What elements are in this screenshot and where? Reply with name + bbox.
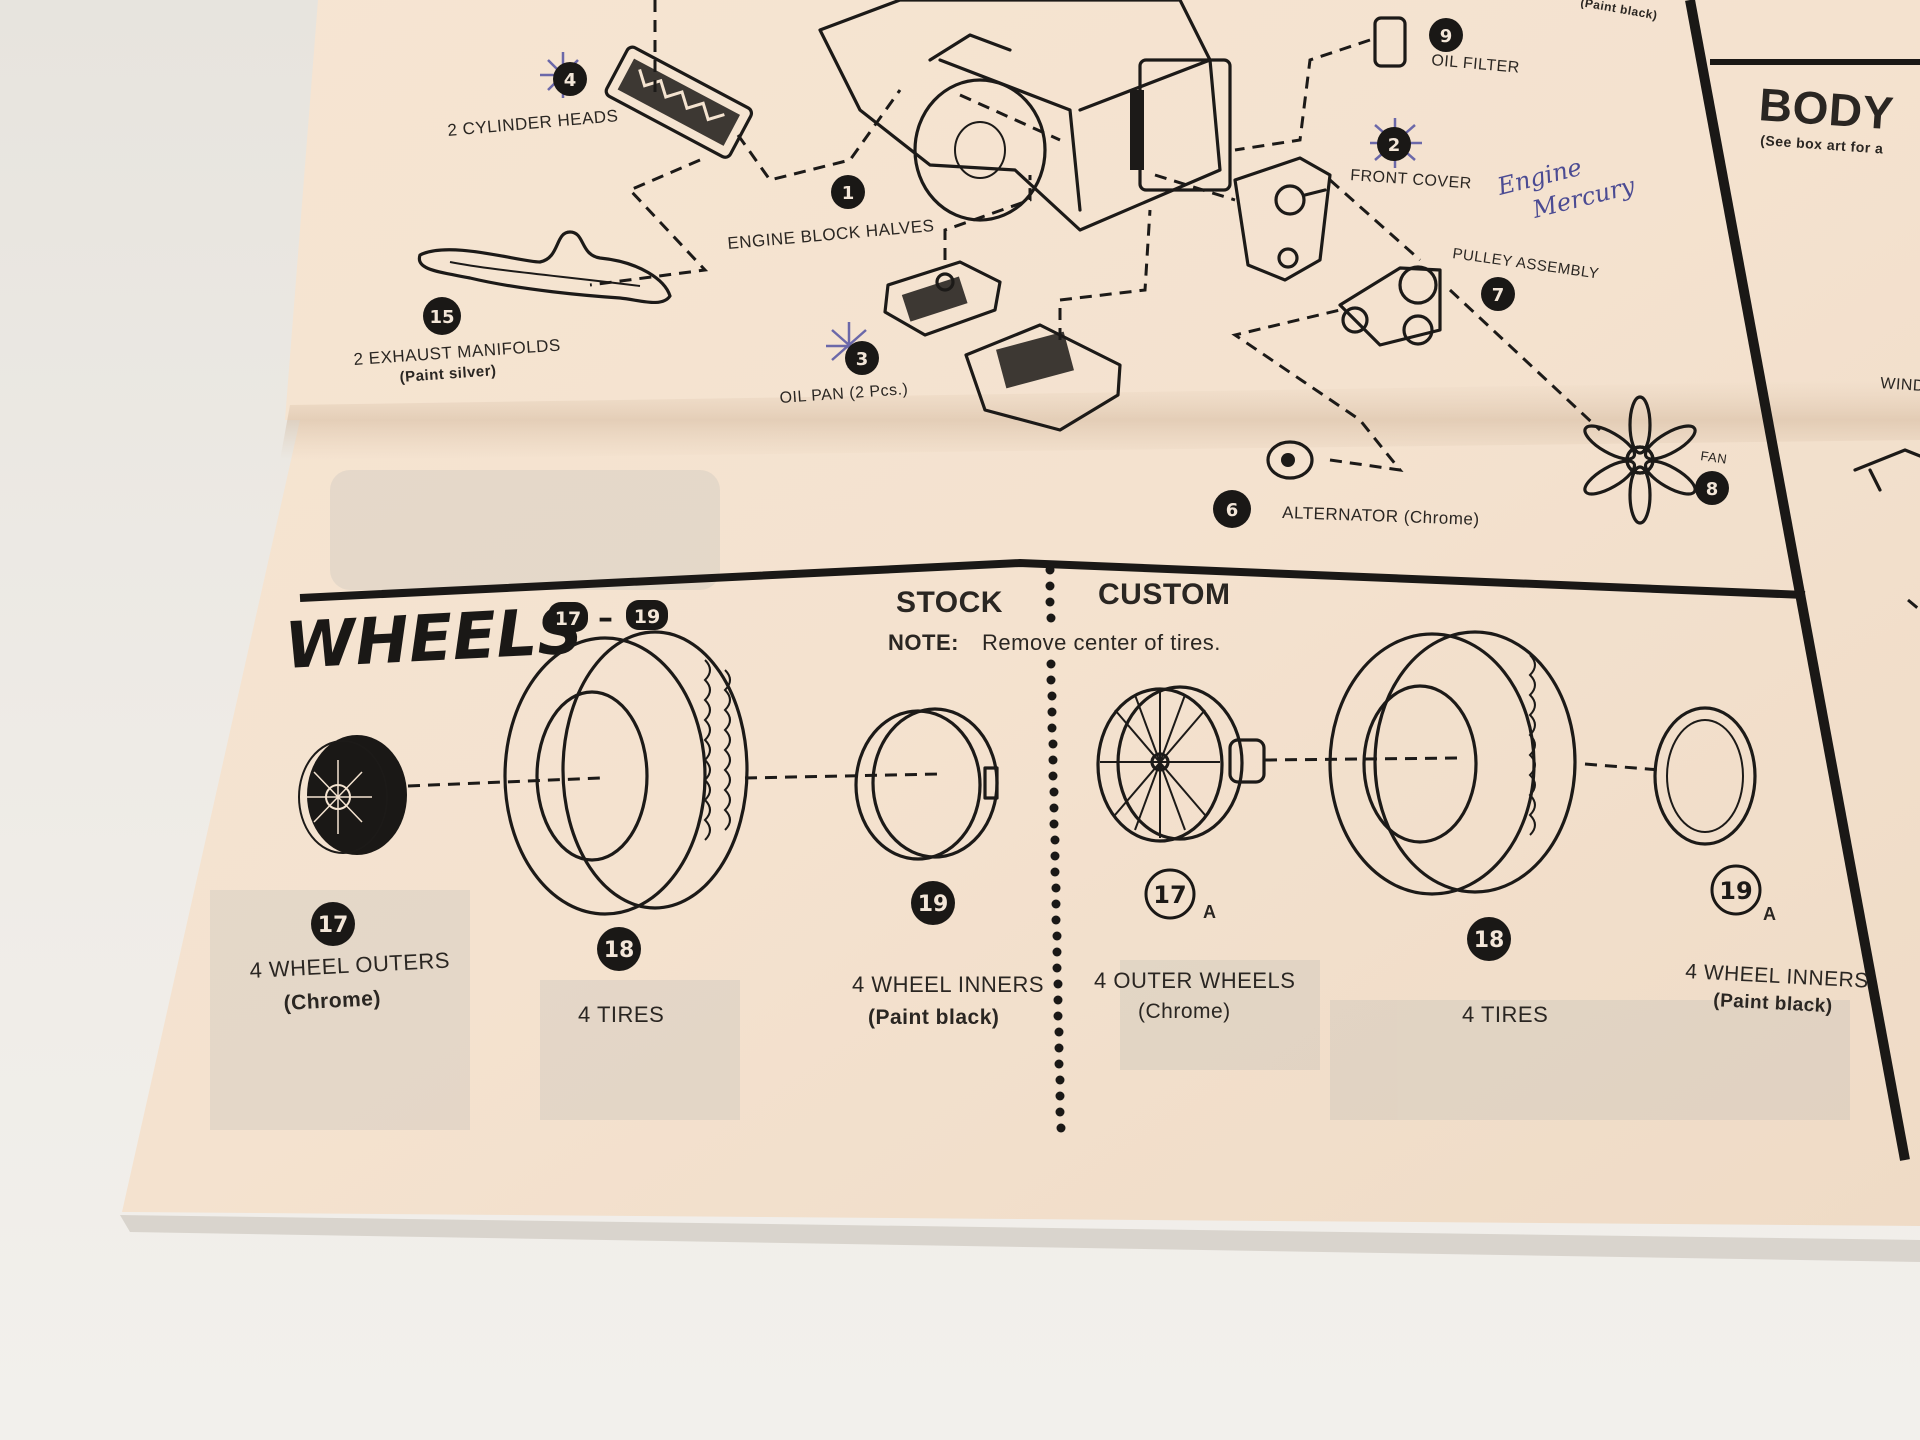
wheels-section: WHEELS 17 – 19 STOCK CUSTOM NOTE: Remove… [249,558,1869,1133]
part-badge-exhaust: 15 [423,297,461,335]
part-badge-engine-block: 1 [831,175,865,209]
svg-text:17: 17 [555,608,581,630]
svg-text:7: 7 [1492,285,1505,306]
wheels-range: 17 – 19 [548,600,668,636]
body-title: BODY [1757,78,1895,139]
stock-tires-badge: 18 [597,927,641,971]
svg-text:17: 17 [1153,881,1186,909]
custom-outer-badge: 17 A [1144,868,1217,922]
svg-text:A: A [1763,904,1777,924]
custom-tires-badge: 18 [1467,917,1511,961]
svg-text:19: 19 [918,892,949,917]
part-badge-pulley: 7 [1481,277,1515,311]
label-fan: FAN [1700,448,1729,467]
custom-tire-drawing [1328,630,1577,896]
custom-inners-badge: 19 A [1710,864,1777,924]
stock-wheel-inner-drawing [854,707,999,861]
stock-tires-label: 4 TIRES [578,1002,664,1027]
custom-outer-label: 4 OUTER WHEELS [1094,968,1295,993]
custom-outer-note: (Chrome) [1138,1000,1231,1023]
stock-custom-divider [1045,565,1066,1133]
wheels-note: NOTE: Remove center of tires. [888,630,1221,655]
label-exhaust-note: (Paint silver) [399,362,497,386]
custom-wheel-inner-drawing [1653,706,1757,846]
part-badge-alternator: 6 [1213,490,1251,528]
svg-text:6: 6 [1226,500,1239,521]
svg-text:9: 9 [1440,26,1453,47]
custom-tires-label: 4 TIRES [1462,1002,1548,1027]
svg-text:19: 19 [1719,877,1752,905]
svg-text:15: 15 [429,307,454,328]
custom-heading: CUSTOM [1098,578,1230,611]
part-badge-fan: 8 [1695,471,1729,505]
stock-inners-note: (Paint black) [868,1006,999,1029]
paper-sheet [122,0,1920,1226]
svg-text:3: 3 [856,349,869,370]
svg-text:Remove center of tires.: Remove center of tires. [982,630,1221,655]
svg-text:17: 17 [318,913,349,938]
svg-text:8: 8 [1706,479,1719,500]
stock-inners-label: 4 WHEEL INNERS [852,972,1044,997]
part-badge-oil-pan: 3 [845,341,879,375]
stock-inners-badge: 19 [911,881,955,925]
svg-text:A: A [1203,902,1217,922]
wheels-title: WHEELS [283,594,585,684]
stock-tire-drawing [503,630,749,916]
svg-text:2: 2 [1388,135,1401,156]
custom-wheel-outer-drawing [1096,685,1266,843]
stock-wheel-outer-drawing [298,735,407,855]
svg-text:1: 1 [842,183,855,204]
part-badge-front-cover: 2 [1377,127,1411,161]
svg-text:4: 4 [564,70,577,91]
svg-text:18: 18 [1474,928,1505,953]
body-side-label: WIND [1880,375,1920,395]
stock-heading: STOCK [896,586,1003,619]
svg-text:19: 19 [634,606,660,628]
svg-text:18: 18 [604,938,635,963]
stock-outers-note: (Chrome) [283,987,381,1015]
range-separator: – [598,601,613,636]
part-badge-oil-filter: 9 [1429,18,1463,52]
part-badge-cylinder-heads: 4 [553,62,587,96]
stock-outers-badge: 17 [311,902,355,946]
svg-text:NOTE:: NOTE: [888,630,959,655]
